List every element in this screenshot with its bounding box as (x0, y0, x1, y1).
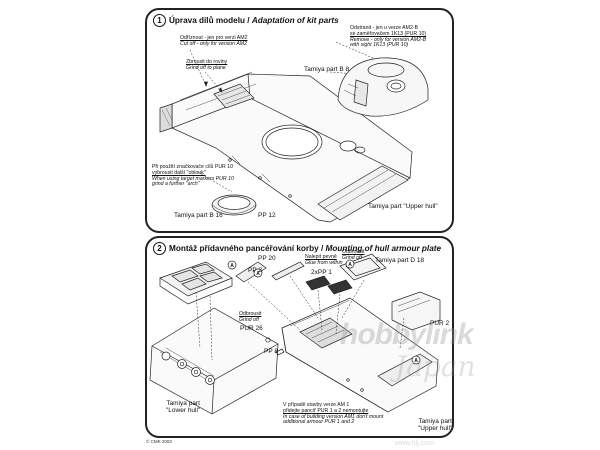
note-arch-en2: grind a further "arch" (152, 181, 200, 188)
copyright-text: © CMK 2003 (146, 439, 172, 444)
label-part-b8: Tamiya part B 8 (304, 66, 350, 73)
note-arch: Při použití značkovače cílů PUR 10 vybro… (152, 164, 234, 188)
section-2-title-en: Mounting of hull armour plate (325, 244, 442, 253)
label-2xpp1: 2xPP 1 (311, 269, 332, 276)
label-lower-hull: Tamiya part "Lower hull" (166, 400, 200, 414)
note-remove-cz1: Odstranit - jen u verze AM2-B (350, 25, 419, 31)
marker-a-2: A (230, 263, 234, 269)
note-cut-off-en: Cut off - only for version AM2 (180, 40, 247, 47)
turret-dome-drawing (337, 57, 429, 117)
label-upper-hull-2b: "Upper hull" (418, 425, 453, 432)
pp20-part (235, 261, 267, 283)
label-pur26: PUR 26 (240, 325, 263, 332)
note-remove-cz2: se zaměřovačem 1K13 (PUR 10) (350, 30, 427, 37)
label-lower-hull-1: Tamiya part (166, 400, 200, 407)
note-cut-off: Odříznout - jen pro verzi AM2 Cut off - … (180, 35, 248, 48)
watermark-url: www.hlj.com (395, 440, 434, 447)
note-remove-en2: with sight 1K13 (PUR 10) (350, 42, 409, 49)
note-am1-en2: additional armour PUR 1 and 2 (283, 419, 355, 426)
pp2-part (271, 261, 305, 281)
pur2-part (391, 291, 441, 331)
pp8-part (275, 348, 285, 356)
note-glue: Nalepit pevně Glue from within (305, 254, 343, 267)
note-grind-plane: Zbrousit do roviny Grind off to plane (186, 59, 228, 72)
label-pp20: PP 20 (258, 255, 276, 262)
note-cut-off-cz: Odříznout - jen pro verzi AM2 (180, 35, 248, 41)
watermark-script: Japan (395, 350, 476, 383)
note-grind-2-en: Grind off (239, 316, 259, 323)
label-pp2: PP 2 (248, 267, 262, 274)
pp1-mesh-right (327, 279, 353, 295)
marker-a-3: A (348, 262, 352, 268)
label-upper-hull-1: Tamiya part "Upper hull" (368, 203, 438, 210)
label-pp12: PP 12 (258, 212, 276, 219)
marker-a-4: A (414, 358, 418, 364)
label-part-d18: Tamiya part D 18 (375, 257, 425, 264)
note-am1-cz1: V případě stavby verze AM 1 (283, 402, 350, 408)
note-am1-cz2: přidejte pancíř PUR 1 a 2 nemontujte (283, 407, 369, 414)
note-am1-en1: In case of building version AM1 don't mo… (283, 413, 384, 420)
note-glue-cz: Nalepit pevně (305, 254, 337, 260)
label-upper-hull-2: Tamiya part "Upper hull" (418, 418, 452, 432)
note-grind-plane-cz: Zbrousit do roviny (186, 59, 228, 65)
note-grind-plane-en: Grind off to plane (186, 64, 226, 71)
label-pp8: PP 8 (264, 348, 278, 355)
pur26-part (265, 337, 271, 343)
label-part-b16: Tamiya part B 16 (174, 212, 223, 219)
section-2-title-cz: Montáž přídavného pancéřování korby / (169, 244, 326, 253)
label-lower-hull-2: "Lower hull" (166, 407, 201, 414)
section-1-title-en: Adaptation of kit parts (251, 16, 339, 25)
section-1-number: 1 (153, 14, 166, 27)
note-arch-cz2: vybrousit další "oblouk" (152, 169, 206, 176)
watermark-logo: hobbylink (340, 318, 474, 351)
section-1-title-cz: Úprava dílů modelu / (169, 16, 252, 25)
engine-deck-drawing (159, 261, 233, 305)
note-arch-en1: When using target markers PUR 10 (152, 175, 234, 182)
note-glue-en: Glue from within (305, 259, 343, 266)
marker-a-1: A (256, 271, 260, 277)
label-pur2: PUR 2 (430, 320, 450, 327)
note-grind-1: Odbrousit Grind off (342, 249, 365, 262)
note-remove: Odstranit - jen u verze AM2-B se zaměřov… (350, 25, 427, 49)
note-grind-2-cz: Odbrousit (239, 311, 262, 317)
pp1-mesh-left (305, 275, 331, 291)
marker-circles (227, 259, 421, 365)
note-remove-en1: Remove - only for version AM2-B (350, 36, 427, 43)
lower-hull-drawing (149, 307, 279, 415)
note-am1: V případě stavby verze AM 1 přidejte pan… (283, 402, 384, 426)
note-grind-2: Odbrousit Grind off (239, 311, 262, 324)
section-2-number: 2 (153, 242, 166, 255)
note-grind-1-en: Grind off (342, 254, 362, 261)
label-upper-hull-2a: Tamiya part (418, 418, 452, 425)
note-grind-1-cz: Odbrousit (342, 249, 365, 255)
ring-part-drawing (211, 194, 257, 216)
d18-part (339, 253, 387, 281)
note-arch-cz1: Při použití značkovače cílů PUR 10 (152, 164, 234, 170)
